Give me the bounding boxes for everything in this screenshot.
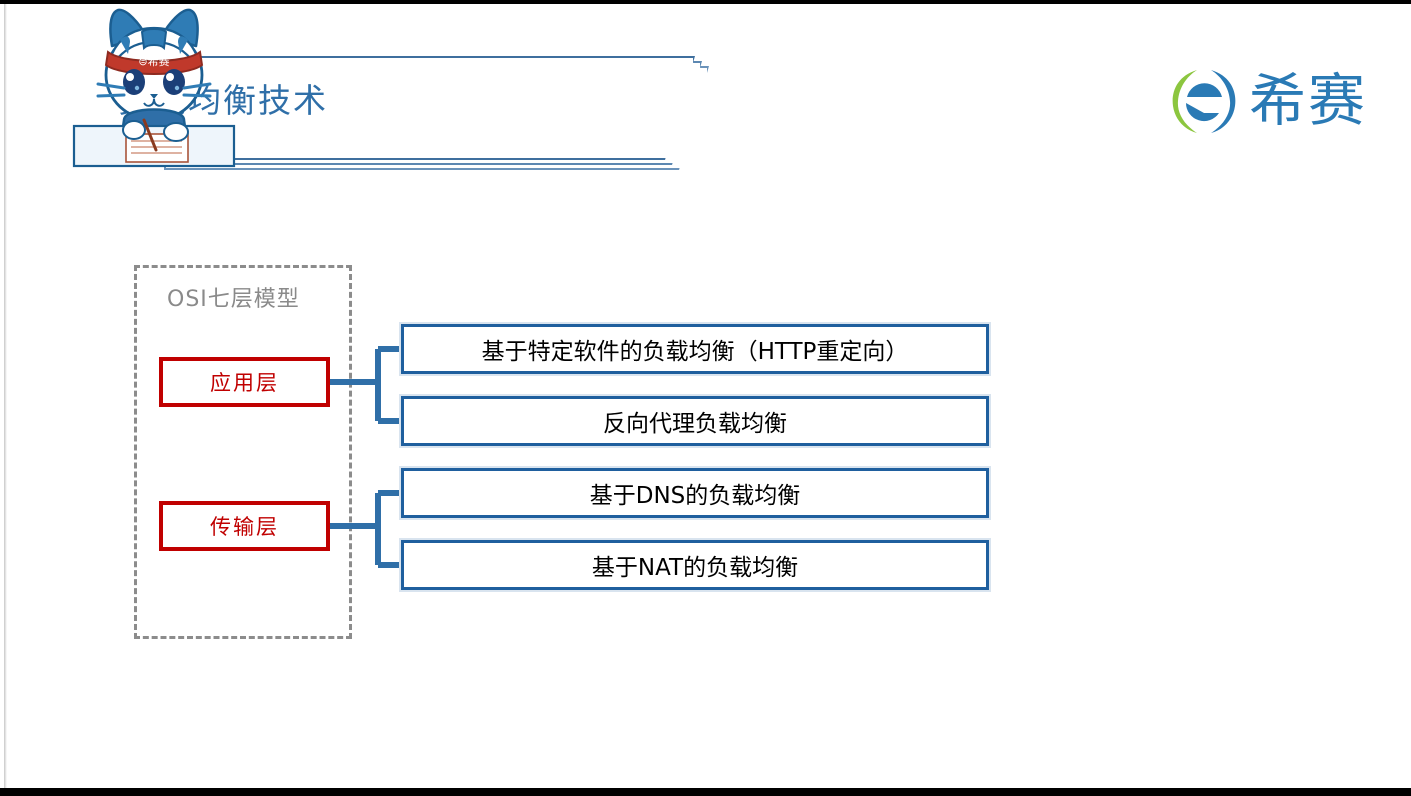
slide-left-edge-shading	[4, 4, 7, 788]
item-box-nat-based-label: 基于NAT的负载均衡	[591, 555, 799, 581]
letterbox-bottom-bar	[0, 788, 1411, 796]
layer-box-transport[interactable]: 传输层	[159, 501, 330, 551]
letterbox-top-bar	[0, 0, 1411, 4]
brand-name: 希赛	[1249, 67, 1367, 134]
item-box-reverse-proxy[interactable]: 反向代理负载均衡	[399, 394, 991, 448]
svg-text:⊜希赛: ⊜希赛	[138, 54, 169, 68]
brand-logo: 希赛	[1167, 64, 1367, 138]
item-box-reverse-proxy-label: 反向代理负载均衡	[603, 411, 787, 437]
item-box-dns-based-label: 基于DNS的负载均衡	[589, 483, 801, 509]
item-box-http-redirect[interactable]: 基于特定软件的负载均衡（HTTP重定向）	[399, 322, 991, 376]
osi-model-group-box	[134, 265, 352, 639]
item-box-nat-based[interactable]: 基于NAT的负载均衡	[399, 538, 991, 592]
layer-box-application[interactable]: 应用层	[159, 357, 330, 407]
xisai-e-logo-icon	[1167, 64, 1241, 138]
cat-mascot-icon: ⊜希赛	[68, 2, 240, 170]
osi-model-label: OSI七层模型	[167, 287, 300, 312]
layer-box-application-label: 应用层	[210, 371, 279, 395]
item-box-http-redirect-label: 基于特定软件的负载均衡（HTTP重定向）	[481, 339, 909, 365]
item-box-dns-based[interactable]: 基于DNS的负载均衡	[399, 466, 991, 520]
layer-box-transport-label: 传输层	[210, 515, 279, 539]
title-banner	[150, 56, 709, 170]
